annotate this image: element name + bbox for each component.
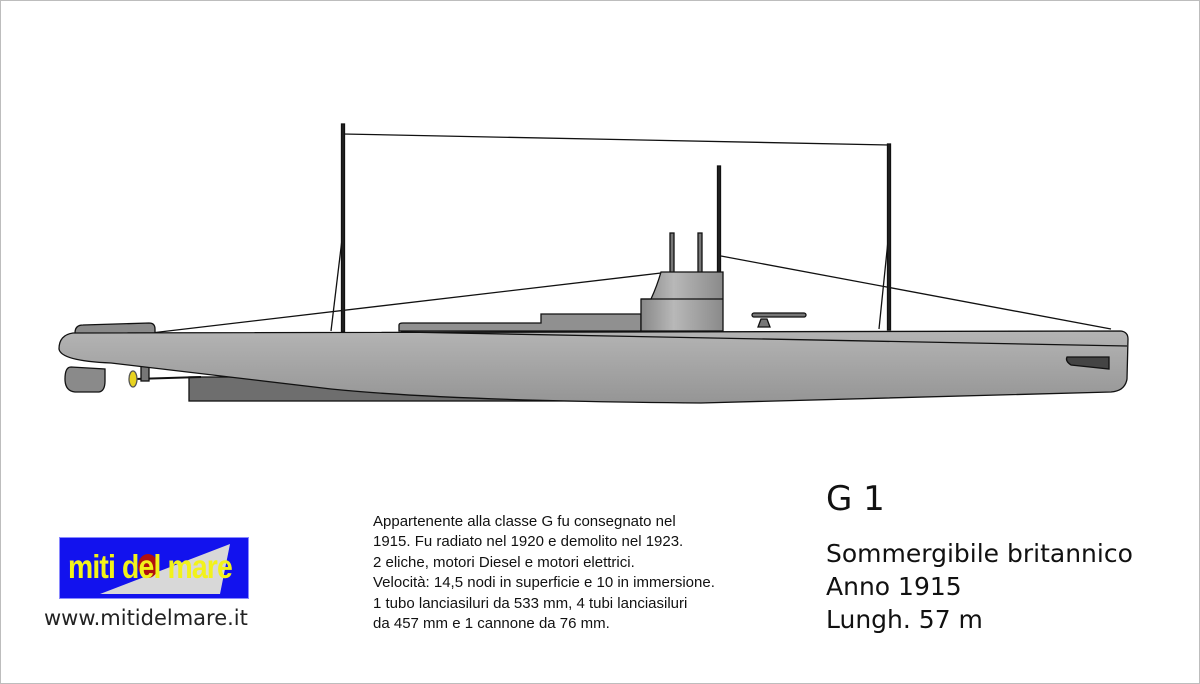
torpedo-port	[1065, 356, 1110, 370]
mast-tower	[716, 165, 722, 275]
description-line: 1 tubo lanciasiluri da 533 mm, 4 tubi la…	[373, 594, 688, 612]
deck-line	[400, 331, 1128, 347]
hull	[58, 330, 1129, 404]
vessel-length: Lungh. 57 m	[826, 605, 983, 634]
mast-fwd	[886, 143, 892, 331]
vessel-year: Anno 1915	[826, 572, 962, 601]
vessel-type: Sommergibile britannico	[826, 539, 1133, 568]
periscope-2	[697, 232, 703, 274]
description-line: 2 eliche, motori Diesel e motori elettri…	[373, 553, 635, 571]
antenna-wire	[342, 133, 890, 146]
stay-aft	[150, 272, 662, 334]
description-line: da 457 mm e 1 cannone da 76 mm.	[373, 615, 610, 633]
rudder	[64, 366, 106, 393]
description-line: Appartenente alla classe G fu consegnato…	[373, 513, 676, 530]
miti-del-mare-logo[interactable]: miti del mare	[59, 537, 249, 599]
conning-tower	[640, 271, 724, 332]
periscope-1	[669, 232, 675, 274]
website-url[interactable]: www.mitidelmare.it	[44, 606, 248, 630]
vessel-name: G 1	[826, 479, 885, 519]
description-line: Velocità: 14,5 nodi in superficie e 10 i…	[373, 574, 715, 592]
logo-text: miti del mare	[68, 548, 233, 585]
logo-sail-icon	[100, 544, 230, 594]
propeller	[128, 370, 138, 388]
stay-fwd	[720, 255, 1112, 330]
mast-aft	[340, 123, 346, 333]
description: Appartenente alla classe G fu consegnato…	[373, 512, 715, 634]
deck-gun	[757, 318, 771, 328]
vessel-specs: Sommergibile britannico Anno 1915 Lungh.…	[826, 537, 1133, 636]
description-line: 1915. Fu radiato nel 1920 e demolito nel…	[373, 533, 684, 551]
